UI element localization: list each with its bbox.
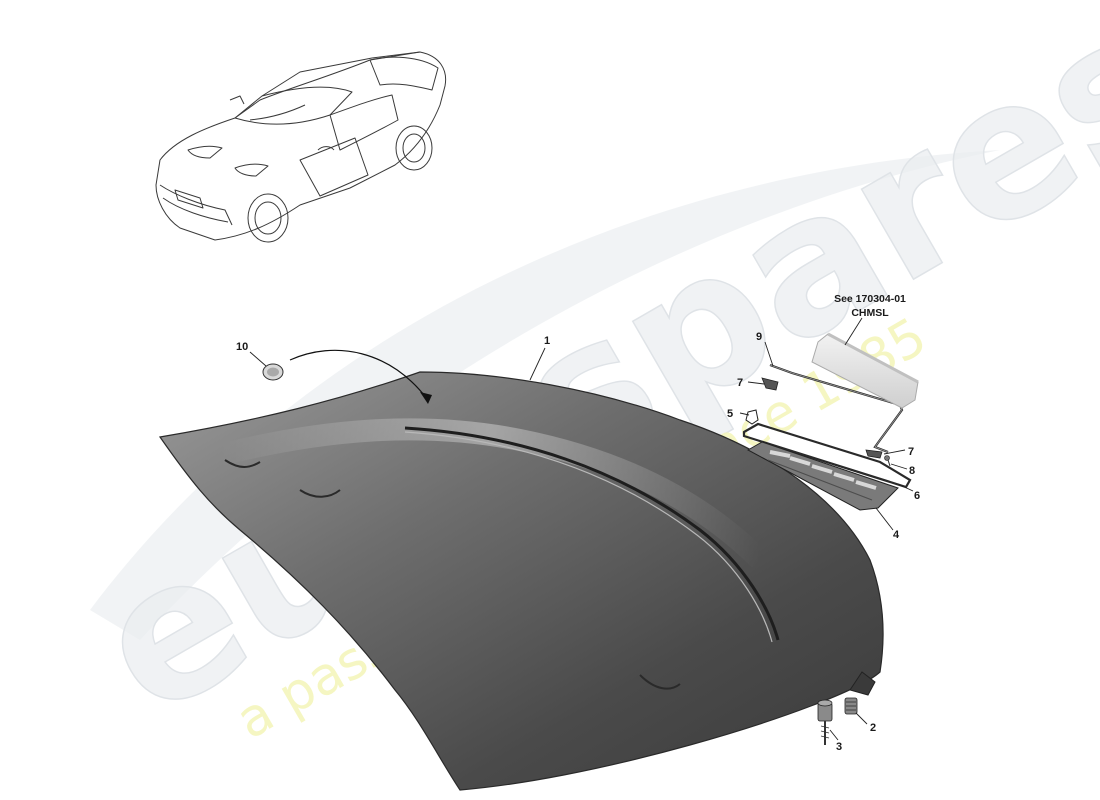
part-7-clip-lower [865,449,883,459]
callout-2: 2 [870,722,876,734]
part-9-bracket [769,363,904,454]
watermark-swoosh [90,150,1000,640]
callout-5: 5 [727,408,733,420]
leader-lines [249,317,914,741]
callout-8: 8 [909,465,915,477]
reference-note-line2: CHMSL [851,307,889,319]
part-7-clip-upper [761,377,779,391]
part-4-lamp-housing [746,441,899,511]
callout-7-lower: 7 [908,446,914,458]
vehicle-overview-illustration [155,51,447,243]
callout-9: 9 [756,331,762,343]
callout-4: 4 [893,529,900,541]
reference-note-line1: See 170304-01 [834,293,906,305]
part-10-grommet [262,363,284,381]
callout-10: 10 [236,341,248,353]
chmsl-lamp-reference [811,332,919,409]
callout-3: 3 [836,741,842,753]
callout-1: 1 [544,335,550,347]
part-6-gasket [742,422,912,489]
callout-6: 6 [914,490,920,502]
part-3-adjustable-buffer [817,699,833,745]
part-8-screw [884,455,891,467]
leader-arrowhead [420,392,432,404]
boot-lid-panel [158,371,884,791]
part-2-bump-stop [844,697,858,715]
part-5-push-clip [745,409,759,425]
callout-7-upper: 7 [737,377,743,389]
leader-arrow-10-to-lid [289,349,429,401]
